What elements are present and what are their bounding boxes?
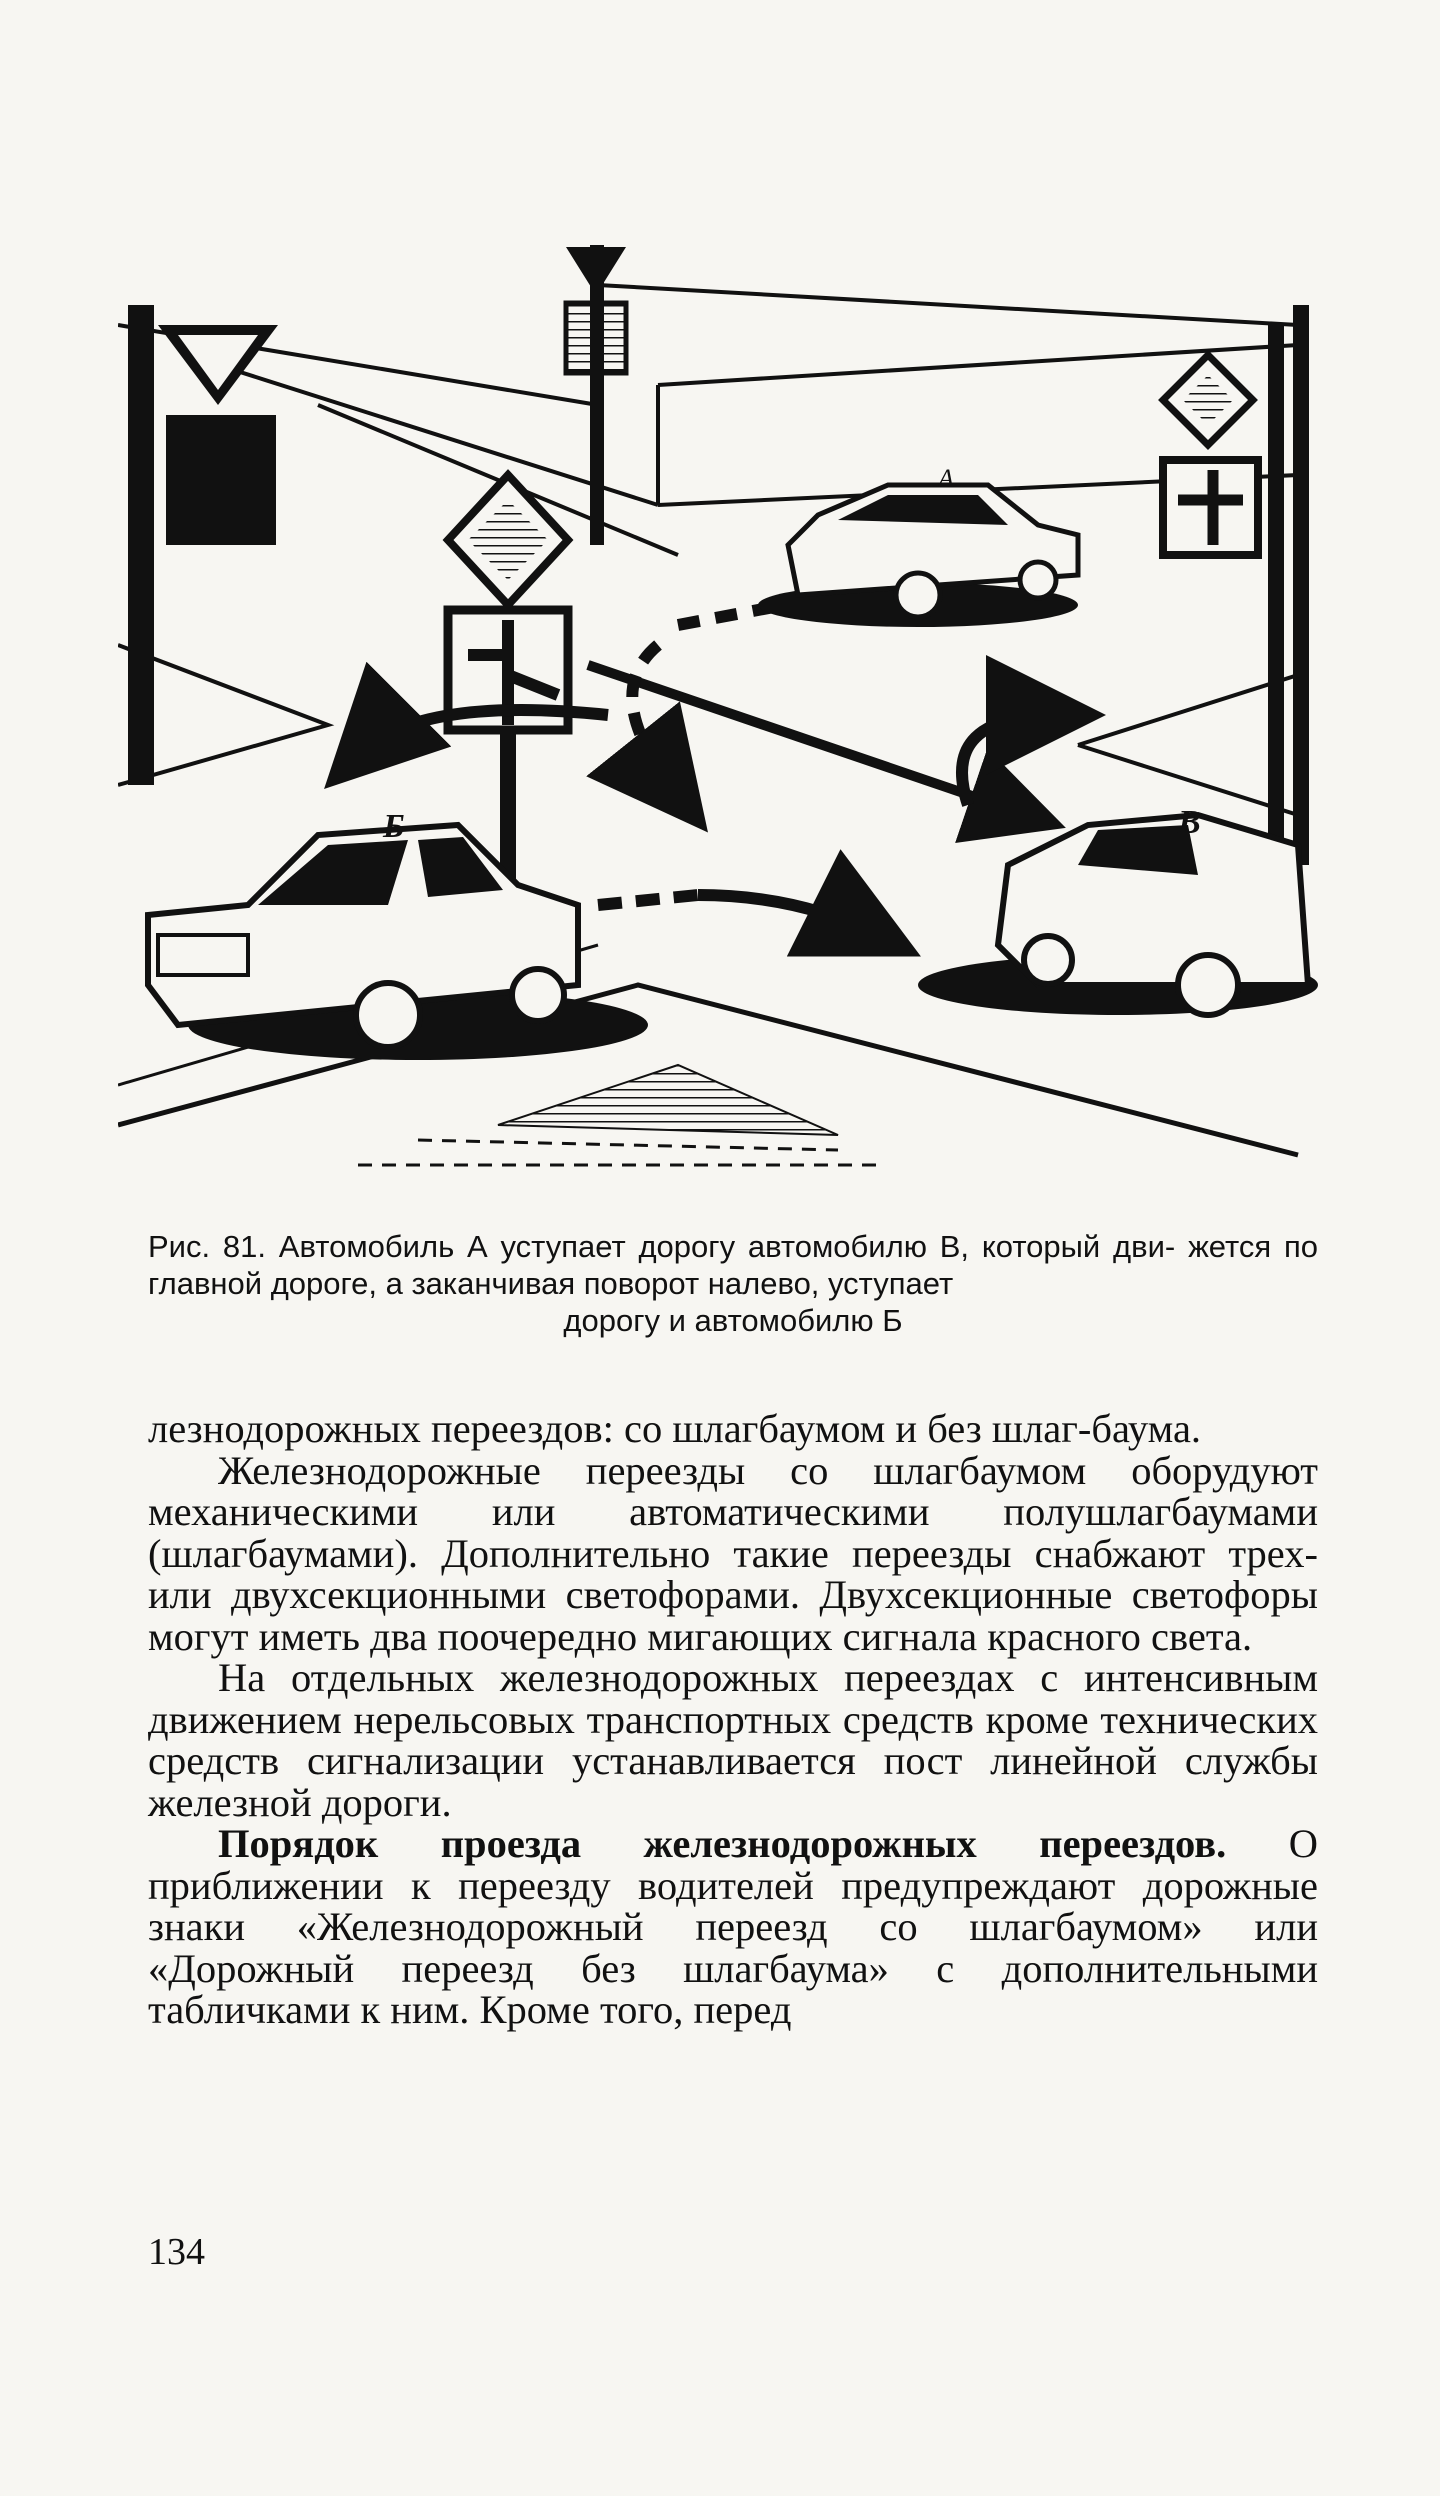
paragraph-2: Железнодорожные переезды со шлагбаумом о… [148, 1447, 1318, 1659]
caption-line-1: Рис. 81. Автомобиль А уступает дорогу ав… [148, 1229, 1176, 1264]
paragraph-4-text: О приближении к переезду водителей преду… [148, 1821, 1318, 2032]
paragraph-3: На отдельных железнодорожных переездах с… [148, 1655, 1318, 1825]
car-v-label: В [1177, 804, 1201, 841]
car-b-label: Б [382, 808, 405, 845]
car-b: Б [145, 808, 648, 1060]
top-sign-pole [563, 245, 629, 545]
car-v: В [918, 804, 1318, 1018]
caption-line-3: дорогу и автомобилю Б [563, 1303, 903, 1338]
crosswalk [497, 1063, 839, 1136]
paragraph-4: Порядок проезда железнодорожных переездо… [148, 1823, 1318, 2031]
car-a-label: А [936, 464, 954, 493]
intersection-illustration: А Б В [118, 225, 1328, 1185]
caption-line-2: жется по главной дороге, а заканчивая по… [148, 1229, 1318, 1301]
lane-marks [358, 1138, 878, 1167]
main-road-sign [442, 469, 574, 1045]
car-a: А [758, 464, 1081, 627]
movement-arrows [324, 589, 1106, 957]
right-sign-pole [1158, 305, 1309, 865]
left-sign-pole [128, 305, 278, 785]
paragraph-1: лезнодорожных переездов: со шлагбаумом и… [148, 1406, 1202, 1451]
page-number: 134 [148, 2231, 205, 2273]
body-text: лезнодорожных переездов: со шлагбаумом и… [148, 1408, 1318, 2031]
section-heading: Порядок проезда железнодорожных переездо… [218, 1821, 1227, 1866]
intersection-drawing: А Б В [118, 245, 1318, 1167]
figure-caption: Рис. 81. Автомобиль А уступает дорогу ав… [148, 1228, 1318, 1339]
